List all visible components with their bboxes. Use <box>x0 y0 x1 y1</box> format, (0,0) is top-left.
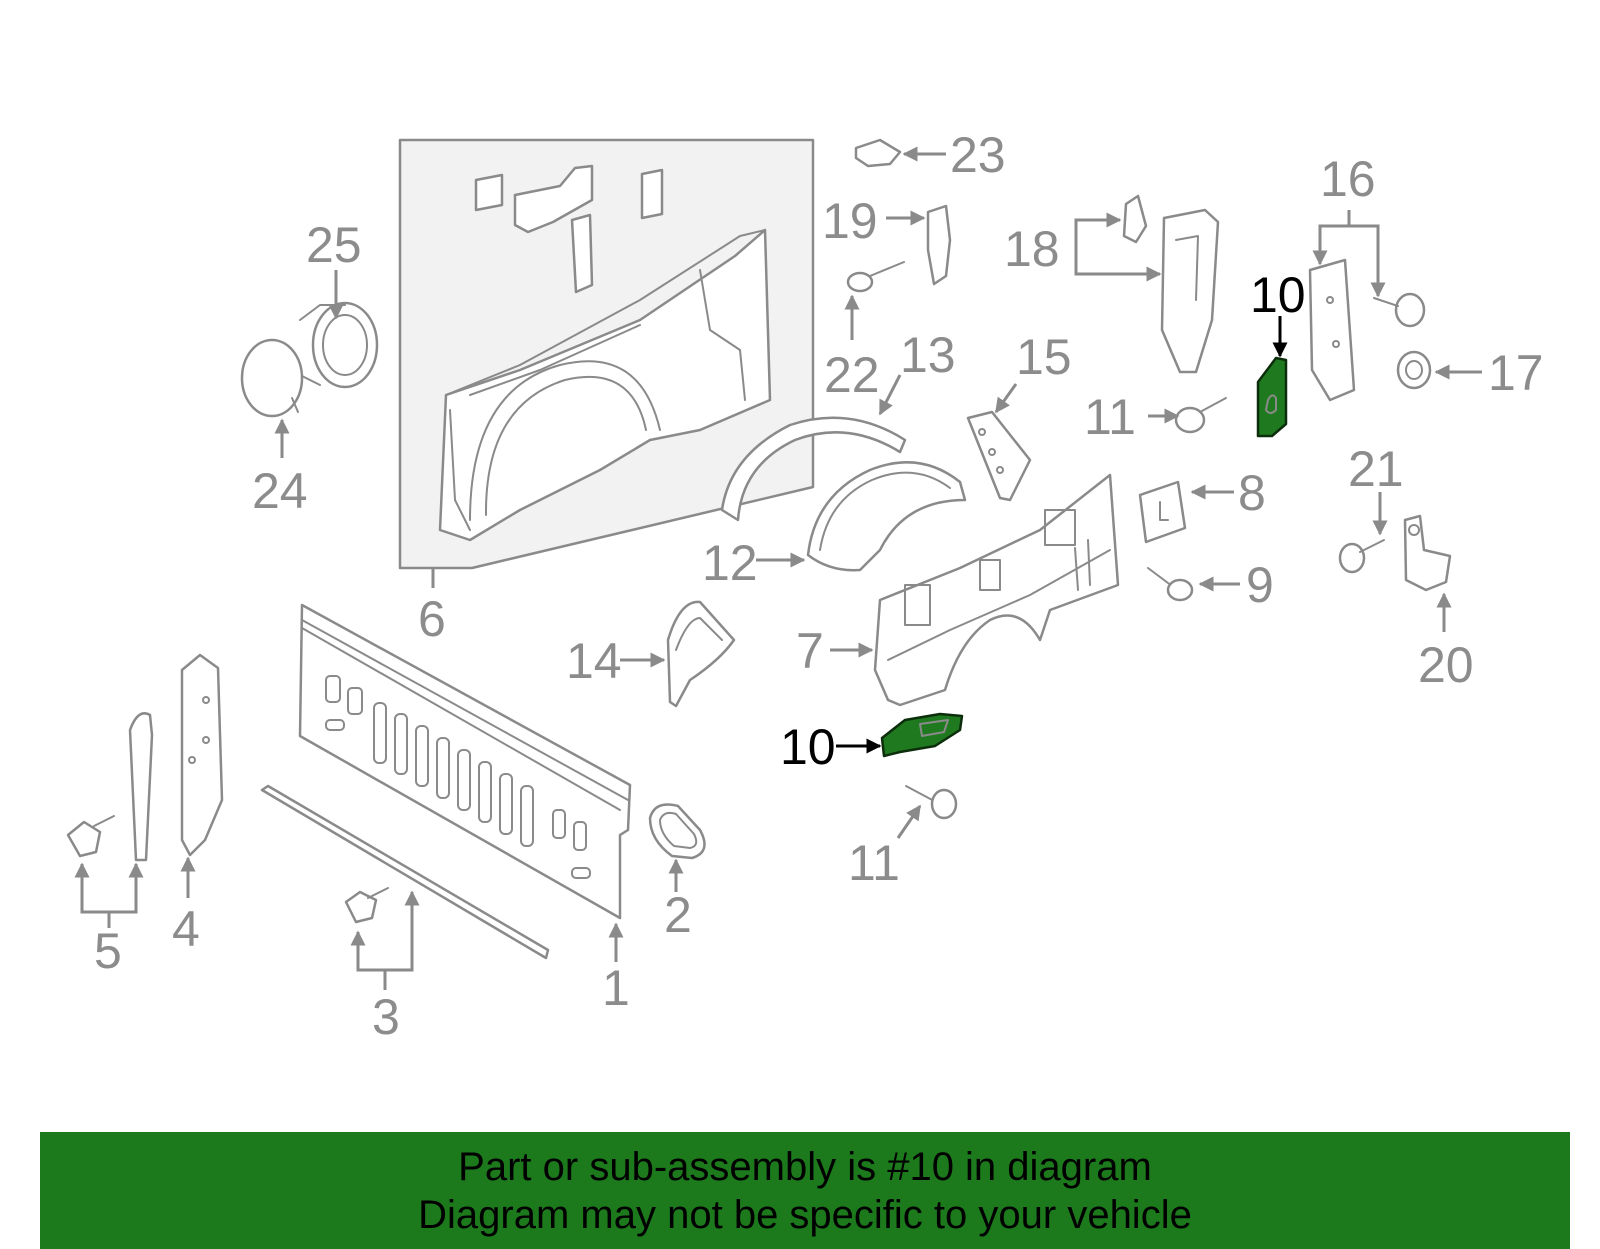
callout-2: 2 <box>664 887 692 943</box>
callout-3: 3 <box>372 989 400 1045</box>
callout-4: 4 <box>172 901 200 957</box>
callout-25: 25 <box>306 217 362 273</box>
part-4-pillar <box>180 653 224 857</box>
part-9-bolt <box>1147 567 1194 602</box>
part-6-inner-panel <box>398 138 815 570</box>
part-7-inner-side <box>873 473 1120 707</box>
part-3-seal-strip <box>260 784 550 960</box>
part-16-plate <box>1308 258 1426 402</box>
callout-15: 15 <box>1016 329 1072 385</box>
callout-9: 9 <box>1246 557 1274 613</box>
callout-23: 23 <box>950 127 1006 183</box>
banner-line-1: Part or sub-assembly is #10 in diagram <box>458 1144 1152 1189</box>
part-23-clip <box>854 138 902 168</box>
callout-11-top: 11 <box>1084 389 1136 445</box>
callout-18: 18 <box>1004 221 1060 277</box>
callout-21: 21 <box>1348 441 1404 497</box>
callout-22: 22 <box>824 347 880 403</box>
info-banner: Part or sub-assembly is #10 in diagram D… <box>40 1132 1570 1249</box>
part-12-wheelhouse <box>806 461 967 572</box>
part-11-lower-bolt <box>905 785 958 820</box>
callout-10-top: 10 <box>1250 267 1306 323</box>
callout-7: 7 <box>796 623 824 679</box>
part-18-bracket <box>1122 194 1220 374</box>
callout-14: 14 <box>566 633 622 689</box>
callout-20: 20 <box>1418 637 1474 693</box>
callout-1: 1 <box>602 960 630 1016</box>
part-10-upper-bracket <box>1256 356 1288 438</box>
callout-12: 12 <box>702 535 758 591</box>
part-5-pillar-trim <box>66 712 154 862</box>
callout-17: 17 <box>1488 345 1544 401</box>
part-11-upper-bolt <box>1174 397 1227 434</box>
part-19-bracket <box>926 204 952 286</box>
callout-19: 19 <box>822 193 878 249</box>
callout-5: 5 <box>94 923 122 979</box>
part-14-trim <box>666 600 736 708</box>
banner-line-2: Diagram may not be specific to your vehi… <box>418 1192 1192 1237</box>
part-22-push-pin <box>846 261 905 293</box>
part-25-fuel-housing <box>299 301 379 389</box>
part-1-tailgate <box>298 603 632 920</box>
callout-16: 16 <box>1320 151 1376 207</box>
callout-10-bottom: 10 <box>780 719 836 775</box>
part-15-bracket <box>966 410 1032 502</box>
callout-8: 8 <box>1238 465 1266 521</box>
part-10-lower-bracket <box>880 712 964 758</box>
part-24-fuel-door <box>240 338 304 418</box>
part-17-nut <box>1396 350 1432 390</box>
part-8-plate <box>1138 480 1187 544</box>
part-13-liner <box>720 416 907 522</box>
part-20-latch <box>1403 514 1452 592</box>
part-2-handle-bezel <box>648 803 706 860</box>
callout-24: 24 <box>252 463 308 519</box>
callout-6: 6 <box>418 591 446 647</box>
callout-13: 13 <box>900 327 956 383</box>
callout-11-bottom: 11 <box>848 835 900 891</box>
part-21-bolt <box>1338 539 1385 574</box>
